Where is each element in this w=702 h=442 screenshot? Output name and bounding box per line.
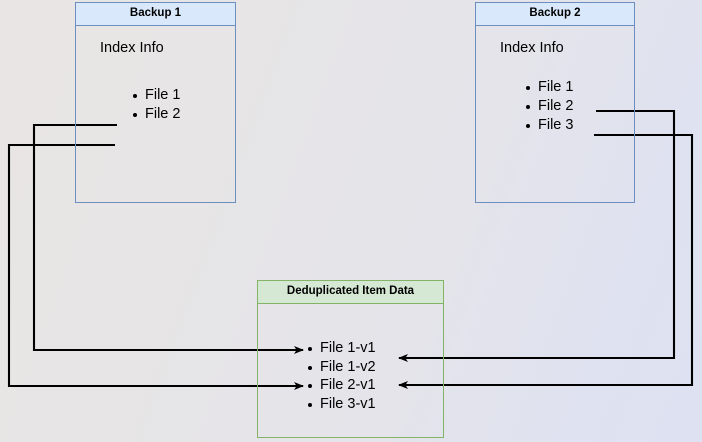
list-item[interactable]: File 2-v1 [307,376,376,395]
node-deduplicated-item-data[interactable]: Deduplicated Item Data File 1-v1 File 1-… [257,280,444,438]
edge-b1-file2 [7,143,304,390]
backup-2-index-info-label: Index Info [500,40,564,56]
list-item[interactable]: File 1-v1 [307,339,376,358]
node-dedup-header: Deduplicated Item Data [258,281,443,304]
list-item[interactable]: File 2 [525,97,573,116]
node-backup-1-header: Backup 1 [76,3,235,26]
list-item[interactable]: File 1 [525,78,573,97]
edge-b2-file1 [398,109,676,362]
dedup-file-list: File 1-v1 File 1-v2 File 2-v1 File 3-v1 [307,339,376,413]
node-backup-2[interactable]: Backup 2 Index Info File 1 File 2 File 3 [475,2,635,203]
node-dedup-body: File 1-v1 File 1-v2 File 2-v1 File 3-v1 [258,304,443,437]
node-backup-1[interactable]: Backup 1 Index Info File 1 File 2 [75,2,236,203]
backup-1-index-info-label: Index Info [100,40,164,56]
list-item[interactable]: File 1-v2 [307,358,376,377]
backup-2-file-list: File 1 File 2 File 3 [525,78,573,135]
list-item[interactable]: File 3-v1 [307,395,376,414]
node-backup-1-body: Index Info File 1 File 2 [76,26,235,202]
node-backup-2-body: Index Info File 1 File 2 File 3 [476,26,634,202]
edge-b2-file2 [398,133,694,389]
backup-1-file-list: File 1 File 2 [132,86,180,124]
list-item[interactable]: File 1 [132,86,180,105]
node-backup-2-header: Backup 2 [476,3,634,26]
list-item[interactable]: File 3 [525,116,573,135]
list-item[interactable]: File 2 [132,105,180,124]
